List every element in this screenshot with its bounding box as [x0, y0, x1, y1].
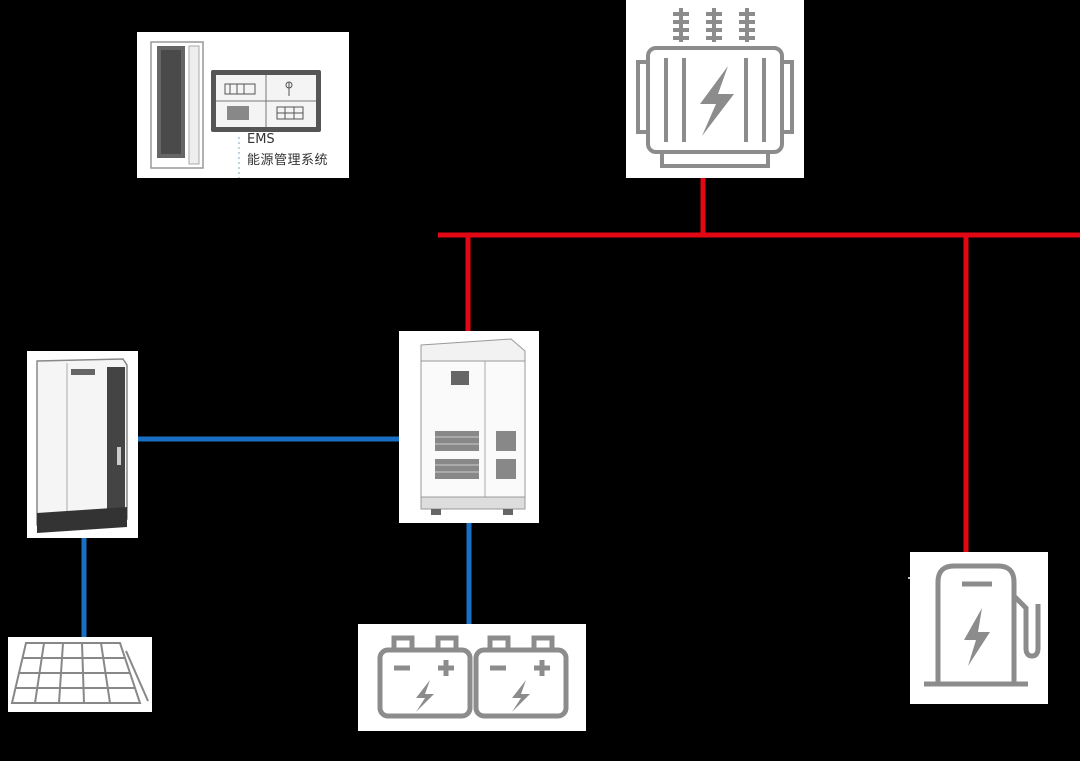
ems-title: EMS [247, 132, 275, 147]
ems-subtitle: 能源管理系统 [247, 153, 329, 168]
solar-panel-icon [10, 642, 149, 704]
ev-charger-icon [924, 563, 1041, 687]
pcs-card [399, 331, 539, 523]
solar-card [8, 637, 152, 712]
dc-cabinet-card [27, 351, 138, 538]
charger-card [910, 552, 1048, 704]
ems-cabinet-monitor-icon [150, 41, 321, 178]
power-conversion-cabinet-icon [420, 338, 526, 515]
battery-pack-icon [377, 635, 569, 719]
dc-combiner-cabinet-icon [36, 358, 128, 533]
transformer-icon [636, 8, 794, 168]
ems-card: EMS 能源管理系统 [137, 32, 349, 178]
battery-card [358, 624, 586, 731]
transformer-card [626, 0, 804, 178]
